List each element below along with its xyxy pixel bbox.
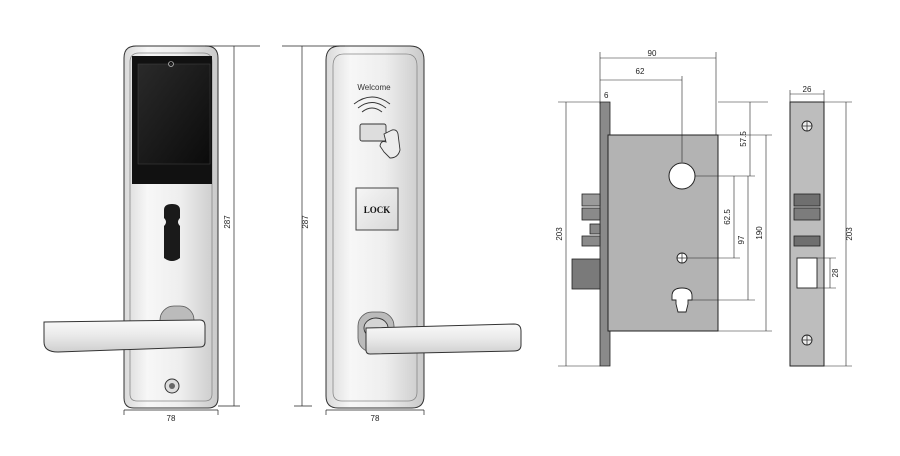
top-to-handle-label: 57.5	[739, 131, 748, 147]
handle-spindle-hole	[668, 162, 696, 190]
front-width-label: 78	[167, 414, 176, 423]
mortise-backset-label: 62	[636, 67, 645, 76]
back-lever-handle	[365, 323, 522, 355]
deadbolt	[581, 193, 601, 207]
indicator-light-icon	[168, 61, 174, 67]
latch-bolt	[571, 258, 601, 290]
rfid-card-icon	[353, 96, 401, 159]
latch-opening	[796, 257, 818, 289]
back-dimensions: 78 287	[282, 45, 425, 423]
front-dimensions: 78 287	[123, 45, 260, 423]
front-height-label: 287	[223, 215, 232, 229]
handle-to-cylinder-label: 62.5	[723, 209, 732, 225]
screw-icon	[169, 383, 175, 389]
lock-button-label: LOCK	[364, 205, 391, 215]
welcome-text: Welcome	[357, 83, 391, 92]
front-lever-handle	[43, 319, 206, 353]
deadbolt-opening	[793, 193, 821, 207]
front-panel	[43, 45, 219, 409]
faceplate-width-label: 26	[803, 85, 812, 94]
faceplate	[789, 101, 825, 367]
mortise-height-label: 203	[555, 227, 564, 241]
faceplate-dimensions: 26 203 28	[789, 85, 854, 367]
faceplate-height-label: 203	[845, 227, 854, 241]
latch-height-label: 28	[831, 268, 840, 277]
case-height-label: 190	[755, 226, 764, 240]
keyhole-icon	[164, 204, 180, 261]
handle-to-bottom-label: 97	[737, 235, 746, 244]
back-panel: Welcome LOCK	[325, 45, 522, 409]
mortise-case	[607, 134, 719, 332]
mortise-dimensions: 90 62 6 203 57.5 62.5 97 190	[555, 49, 772, 367]
back-height-label: 287	[301, 215, 310, 229]
mortise-width-label: 90	[648, 49, 657, 58]
front-screen	[137, 63, 211, 165]
lock-button	[355, 187, 399, 231]
cylinder-hole	[671, 287, 693, 313]
faceplate-thickness-label: 6	[604, 91, 609, 100]
mortise-body	[571, 101, 719, 367]
back-width-label: 78	[371, 414, 380, 423]
